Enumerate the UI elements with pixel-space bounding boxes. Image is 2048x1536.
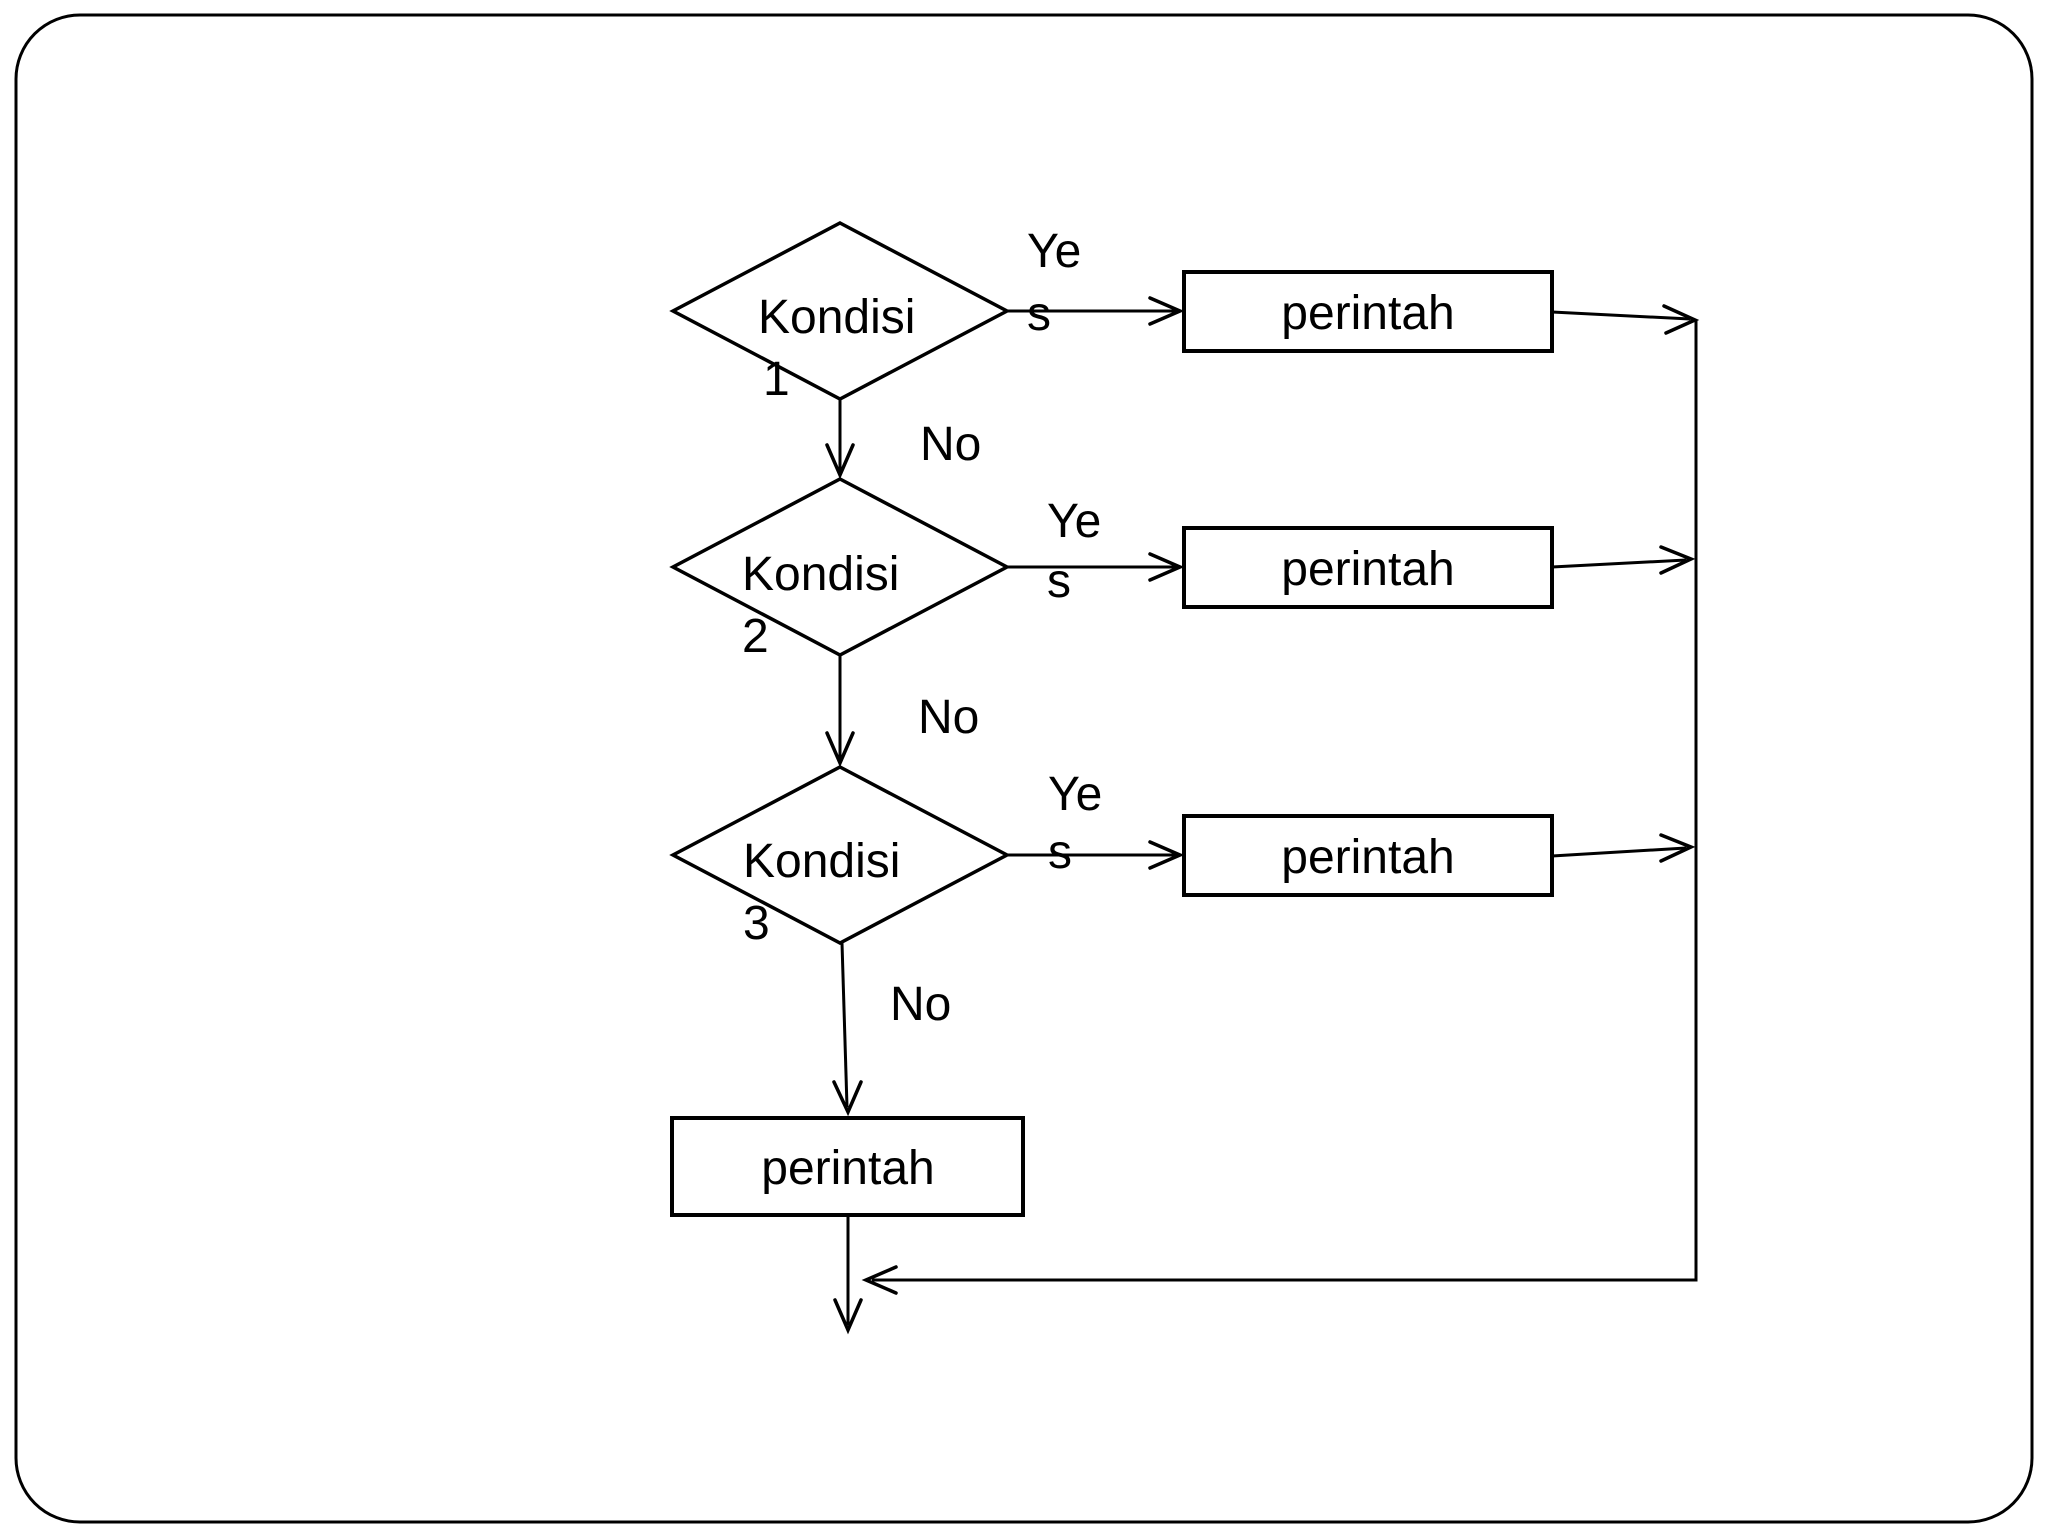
- slide-border: [14, 13, 2034, 1524]
- label-no-3: No: [890, 978, 951, 1031]
- edge-return-trunk-line: [872, 320, 1698, 1282]
- edge-no-2-arrowhead-icon: [825, 731, 855, 768]
- edge-yes-2-arrowhead-icon: [1148, 552, 1185, 582]
- process-2-label: perintah: [1281, 543, 1454, 596]
- decision-node-2: Kondisi 2: [669, 477, 1011, 663]
- edge-return-2-arrowhead-icon: [1659, 545, 1696, 575]
- edge-no-1-arrowhead-icon: [825, 443, 855, 480]
- decision-2-label-line2: 2: [742, 610, 769, 663]
- process-3-box: [1182, 814, 1554, 897]
- process-node-2: perintah: [1182, 526, 1554, 609]
- edge-no-2: [825, 655, 855, 768]
- label-no-1: No: [920, 418, 981, 471]
- process-node-1: perintah: [1182, 270, 1554, 353]
- edge-return-1-line: [1551, 310, 1691, 321]
- edge-yes-3: [1005, 840, 1185, 870]
- edge-yes-3-arrowhead-icon: [1148, 840, 1185, 870]
- edge-no-3-line: [840, 942, 849, 1108]
- label-yes-3-line2: s: [1048, 826, 1072, 879]
- label-yes-2-line1: Ye: [1047, 495, 1101, 548]
- edge-yes-1-arrowhead-icon: [1148, 296, 1185, 326]
- process-node-3: perintah: [1182, 814, 1554, 897]
- label-yes-2-line2: s: [1047, 555, 1071, 608]
- decision-node-3: Kondisi 3: [669, 765, 1011, 950]
- edge-return-2-line: [1551, 558, 1687, 569]
- decision-2-label-line1: Kondisi: [742, 548, 899, 601]
- edge-return-3-arrowhead-icon: [1659, 833, 1696, 863]
- edge-labels: Ye s Ye s Ye s No No No: [890, 225, 1102, 1031]
- edge-return-2: [1551, 545, 1696, 575]
- edge-exit: [833, 1215, 863, 1335]
- edge-return-1: [1551, 304, 1700, 335]
- label-no-2: No: [918, 691, 979, 744]
- process-1-box: [1182, 270, 1554, 353]
- edge-no-3: [832, 942, 863, 1117]
- edge-yes-1: [1007, 296, 1185, 326]
- decision-2-diamond: [669, 477, 1011, 657]
- decision-3-label-line1: Kondisi: [743, 835, 900, 888]
- process-2-box: [1182, 526, 1554, 609]
- edge-return-trunk-arrowhead-icon: [861, 1265, 898, 1295]
- edge-return-trunk: [861, 320, 1698, 1295]
- decision-1-diamond: [669, 221, 1011, 401]
- edge-return-3-line: [1551, 846, 1687, 858]
- edge-no-3-arrowhead-icon: [832, 1080, 863, 1117]
- edge-exit-arrowhead-icon: [833, 1298, 863, 1335]
- label-yes-3-line1: Ye: [1048, 768, 1102, 821]
- decision-1-label-line1: Kondisi: [758, 291, 915, 344]
- process-1-label: perintah: [1281, 287, 1454, 340]
- label-yes-1-line1: Ye: [1027, 225, 1081, 278]
- decision-3-label-line2: 3: [743, 897, 770, 950]
- process-final-label: perintah: [761, 1142, 934, 1195]
- edge-yes-2: [1005, 552, 1185, 582]
- process-final-box: [670, 1116, 1025, 1217]
- decision-node-1: Kondisi 1: [669, 221, 1011, 406]
- process-3-label: perintah: [1281, 831, 1454, 884]
- decision-3-diamond: [669, 765, 1011, 945]
- label-yes-1-line2: s: [1027, 288, 1051, 341]
- edge-no-1: [825, 399, 855, 480]
- process-node-final: perintah: [670, 1116, 1025, 1217]
- edge-return-3: [1551, 833, 1696, 863]
- decision-1-label-line2: 1: [763, 353, 790, 406]
